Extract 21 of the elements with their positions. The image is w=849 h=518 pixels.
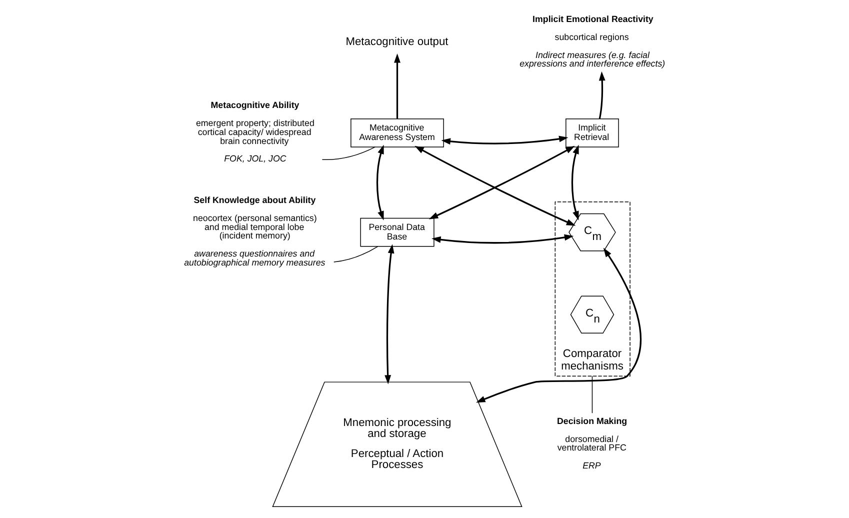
node-text: Implicit Emotional Reactivity subcortical regions Indirect measures (e.g. facial expressions and interference effects) (520, 14, 666, 69)
node-text: Metacognitive output (346, 36, 448, 48)
arrow (598, 71, 606, 119)
arrow (376, 144, 384, 220)
arrow (441, 136, 568, 145)
arrow (384, 244, 394, 384)
node-box: Metacognitive Awareness System (350, 118, 444, 148)
connector (592, 376, 593, 414)
arrow (571, 144, 579, 220)
node-box: Personal Data Base (360, 218, 434, 247)
connector (322, 146, 376, 160)
arrow (476, 248, 642, 403)
node-box: Implicit Retrieval (566, 118, 619, 148)
arrow (414, 146, 576, 226)
arrow (432, 234, 574, 244)
arrow (428, 146, 575, 220)
node-text: Self Knowledge about Ability neocortex (personal semantics) and medial temporal lobe (incident memory) awareness questionnaires and autobiographical memory measures (184, 195, 326, 268)
node-text: Metacognitive Ability emergent property; distributed cortical capacity/ widespread brain connectivity FOK, JOL, JOC (196, 100, 314, 164)
node-text: Decision Making dorsomedial / ventrolateral PFC ERP (557, 416, 628, 471)
arrow (394, 54, 400, 119)
connector (334, 246, 378, 262)
